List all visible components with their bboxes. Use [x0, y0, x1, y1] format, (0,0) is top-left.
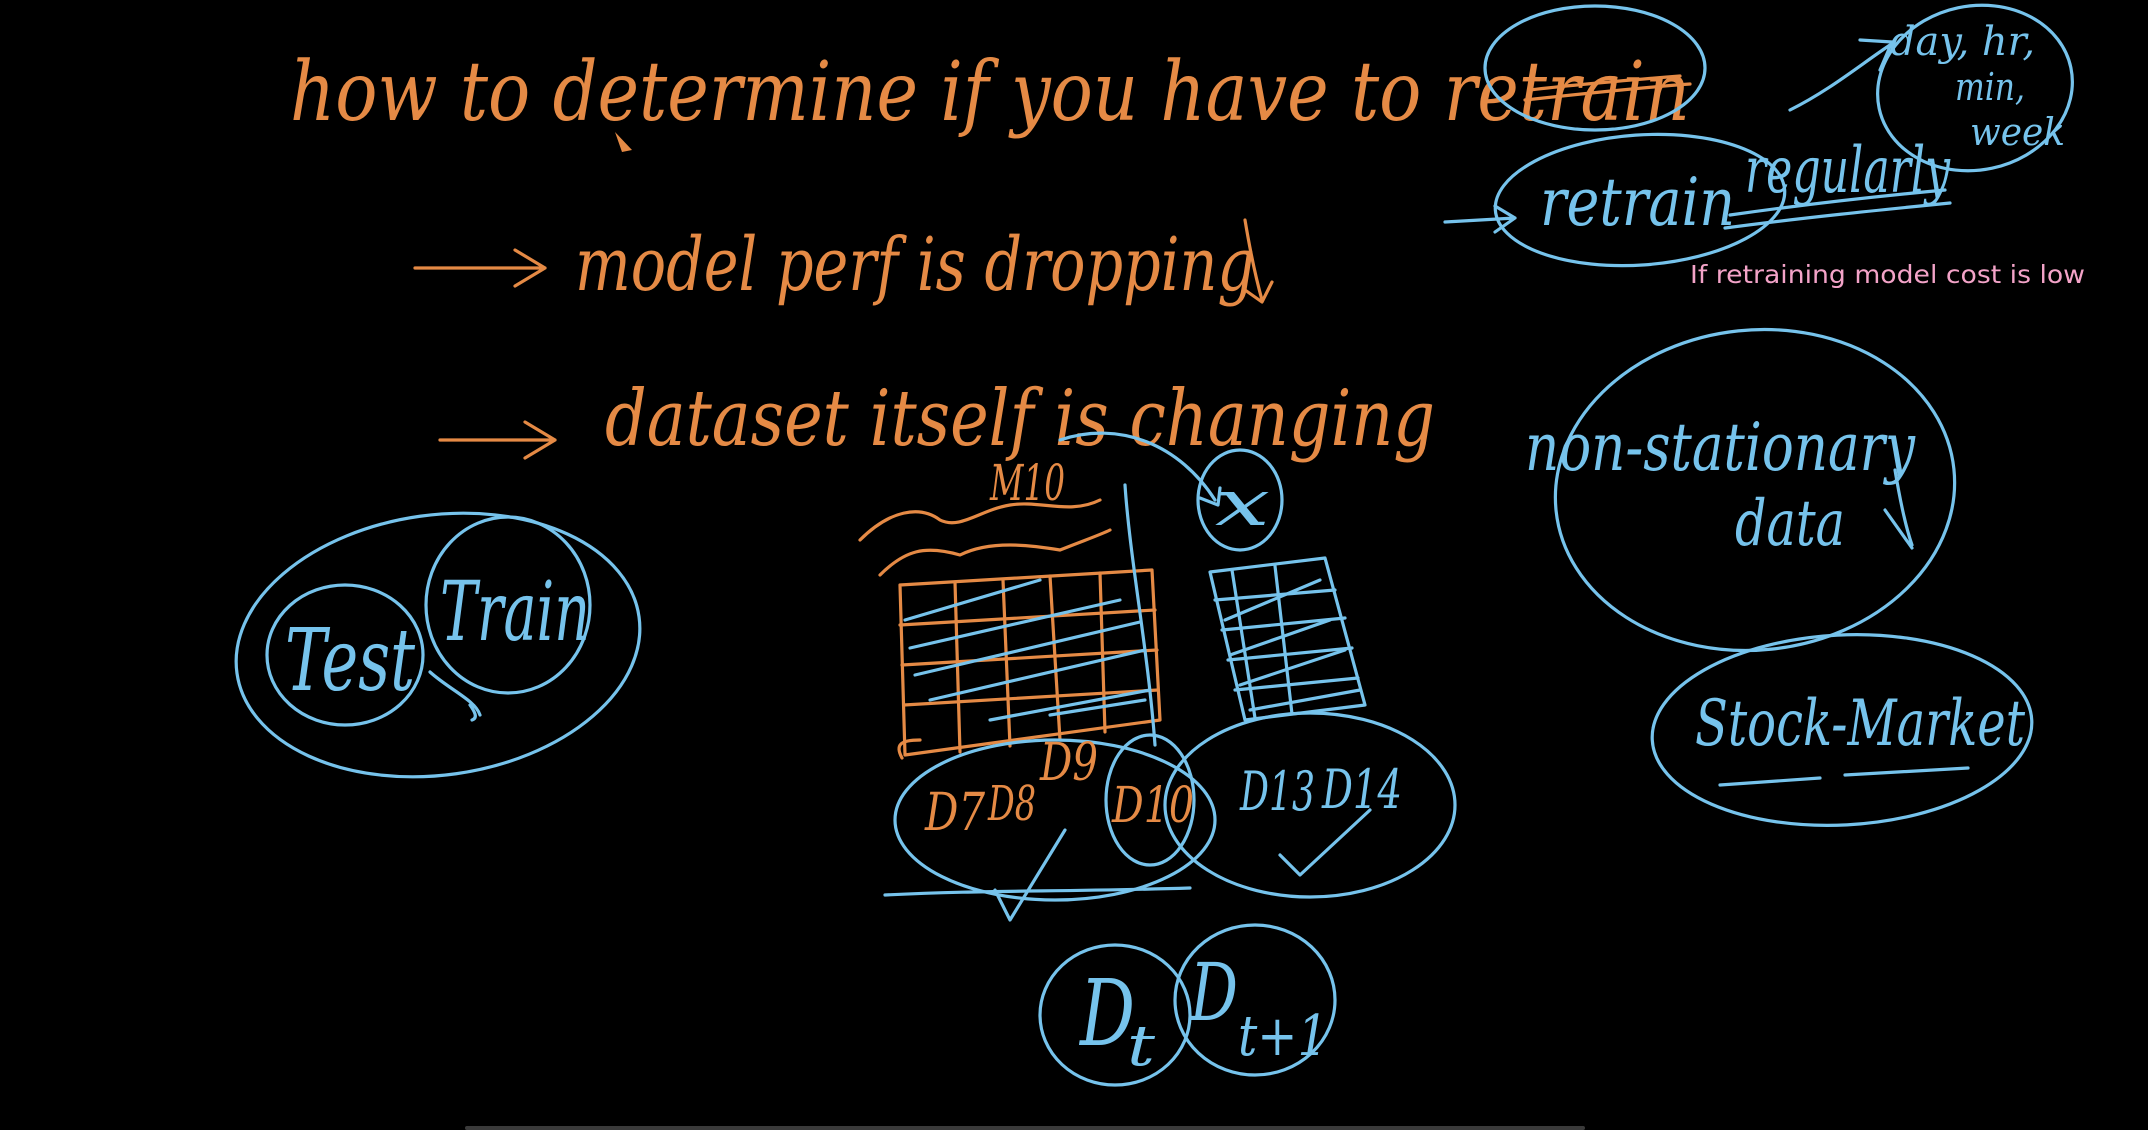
retrain-regularly-word-1: retrain [1540, 164, 1735, 241]
day-10-circle [1104, 733, 1196, 867]
regularly-underline [1723, 188, 1952, 230]
dt1-label-d: D [1189, 946, 1238, 1039]
train-circle [424, 515, 592, 695]
day-label-d10: D10 [1111, 776, 1194, 834]
headline-text: how to determine if you have to retrain [290, 45, 1690, 140]
reason-1-text: model perf is dropping [575, 222, 1255, 308]
dt1-label-t1: t+1 [1238, 1004, 1328, 1069]
new-data-grid [1208, 556, 1367, 722]
x-circle [1196, 448, 1284, 552]
arrow-reason-2 [438, 420, 557, 460]
non-stationary-circle [1553, 327, 1957, 653]
frequency-line-1: day, hr, [1890, 19, 2035, 65]
dt1-circle [1173, 923, 1337, 1077]
horizontal-scrollbar[interactable] [465, 1126, 1585, 1130]
frequency-line-3: week [1970, 110, 2065, 154]
dt-circle [1038, 943, 1192, 1087]
day-label-d13: D13 [1239, 760, 1315, 823]
grid-brace [858, 498, 1112, 577]
day-label-d14: D14 [1321, 758, 1402, 821]
dropping-arrow [1243, 218, 1274, 304]
check-days-7-10 [993, 828, 1067, 922]
dataset-outer-ellipse [234, 511, 642, 779]
train-label: Train [440, 565, 590, 660]
retrain-regularly-circle [1493, 132, 1787, 268]
test-circle [265, 583, 425, 727]
data-grid [897, 568, 1162, 760]
pen-cursor-icon [615, 132, 632, 152]
arrow-reason-1 [413, 248, 547, 288]
day-label-d7: D7 [924, 783, 986, 843]
check-days-13-14 [1278, 808, 1372, 877]
day-label-d9: D9 [1039, 733, 1098, 793]
non-stationary-line-2: data [1735, 487, 1845, 561]
test-train-connector [428, 670, 482, 722]
non-stationary-line-1: non-stationary [1525, 409, 1916, 486]
x-label: x [1215, 467, 1270, 541]
arrow-into-retrain [1443, 204, 1517, 234]
frequency-circle [1876, 3, 2074, 173]
days-13-14-blob [1163, 711, 1457, 899]
retrain-underline [1523, 74, 1692, 102]
test-label: Test [285, 611, 415, 711]
grid-strikes [903, 578, 1152, 722]
reason-2-text: dataset itself is changing [605, 374, 1435, 464]
days-7-10-blob [893, 738, 1217, 902]
typed-note: If retraining model cost is low [1690, 260, 2085, 289]
stock-market-underline [1718, 766, 1970, 787]
divider-line [1123, 483, 1157, 747]
dt-label-t: t [1127, 1014, 1156, 1079]
day-label-d8: D8 [987, 776, 1036, 832]
retrain-regularly-word-2: regularly [1745, 134, 1951, 208]
model-label: M10 [989, 454, 1065, 512]
retrain-circle [1483, 4, 1707, 132]
stock-market-circle [1650, 633, 2034, 827]
dt-label-d: D [1079, 960, 1135, 1067]
non-stationary-hook [1883, 468, 1914, 550]
arrow-to-frequency [1788, 38, 1894, 112]
frequency-line-2: min, [1955, 65, 2025, 109]
stock-market-text: Stock-Market [1695, 687, 2025, 761]
days-underline [883, 886, 1192, 897]
